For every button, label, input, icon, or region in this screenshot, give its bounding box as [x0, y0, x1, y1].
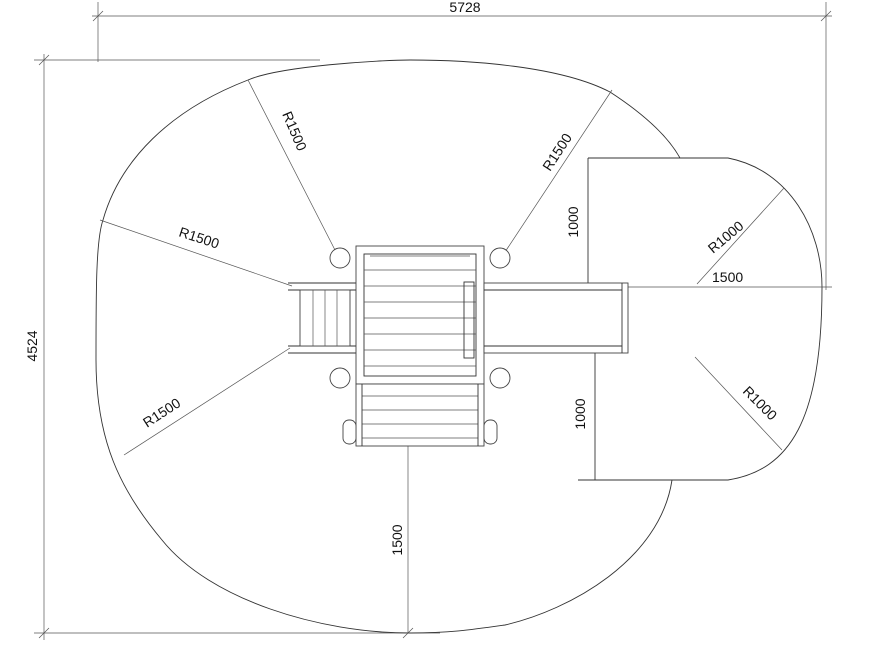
- deck-inner-frame: [363, 253, 477, 377]
- radius-label-top-right: R1500: [539, 130, 575, 173]
- radius-line-top-left: [247, 79, 336, 251]
- offset-label-right-side: 1500: [712, 269, 743, 285]
- radius-line-right-bottom: [694, 356, 783, 451]
- ladder-left: [288, 282, 356, 354]
- radius-label-left: R1500: [177, 224, 221, 252]
- post-bottom-right: [489, 367, 511, 389]
- stair-post-left: [342, 419, 357, 445]
- tick-mark: [820, 10, 832, 22]
- post-top-left: [329, 247, 351, 269]
- overall-width-dimension: 5728: [92, 0, 832, 290]
- radius-label-right-bottom: R1000: [740, 383, 781, 424]
- slide-entry-rail: [463, 281, 475, 359]
- tick-mark: [92, 10, 104, 22]
- width-label: 5728: [449, 0, 480, 15]
- main-deck: [355, 245, 485, 385]
- height-label: 4524: [24, 330, 40, 361]
- stairs: [355, 383, 485, 447]
- radius-label-bottom-left: R1500: [140, 395, 183, 431]
- post-bottom-left: [329, 367, 351, 389]
- radius-line-bottom-left: [123, 347, 291, 456]
- tick-mark: [402, 627, 414, 639]
- offset-label-bottom-right: 1000: [572, 398, 588, 429]
- post-top-right: [489, 247, 511, 269]
- radius-label-right-top: R1000: [705, 217, 747, 256]
- offset-label-bottom: 1500: [389, 524, 405, 555]
- stair-post-right: [483, 419, 498, 445]
- offset-label-top-right: 1000: [565, 206, 581, 237]
- overall-height-dimension: 4524: [24, 54, 440, 640]
- tick-mark: [38, 54, 50, 66]
- safety-zone-outline: [95, 59, 823, 634]
- tick-mark: [38, 627, 50, 639]
- slide: [483, 282, 629, 354]
- radius-line-left: [99, 219, 293, 287]
- radius-line-right-top: [696, 187, 785, 285]
- radius-line-top-right: [504, 89, 613, 253]
- play-structure: [288, 245, 629, 447]
- radius-label-top-left: R1500: [279, 109, 310, 153]
